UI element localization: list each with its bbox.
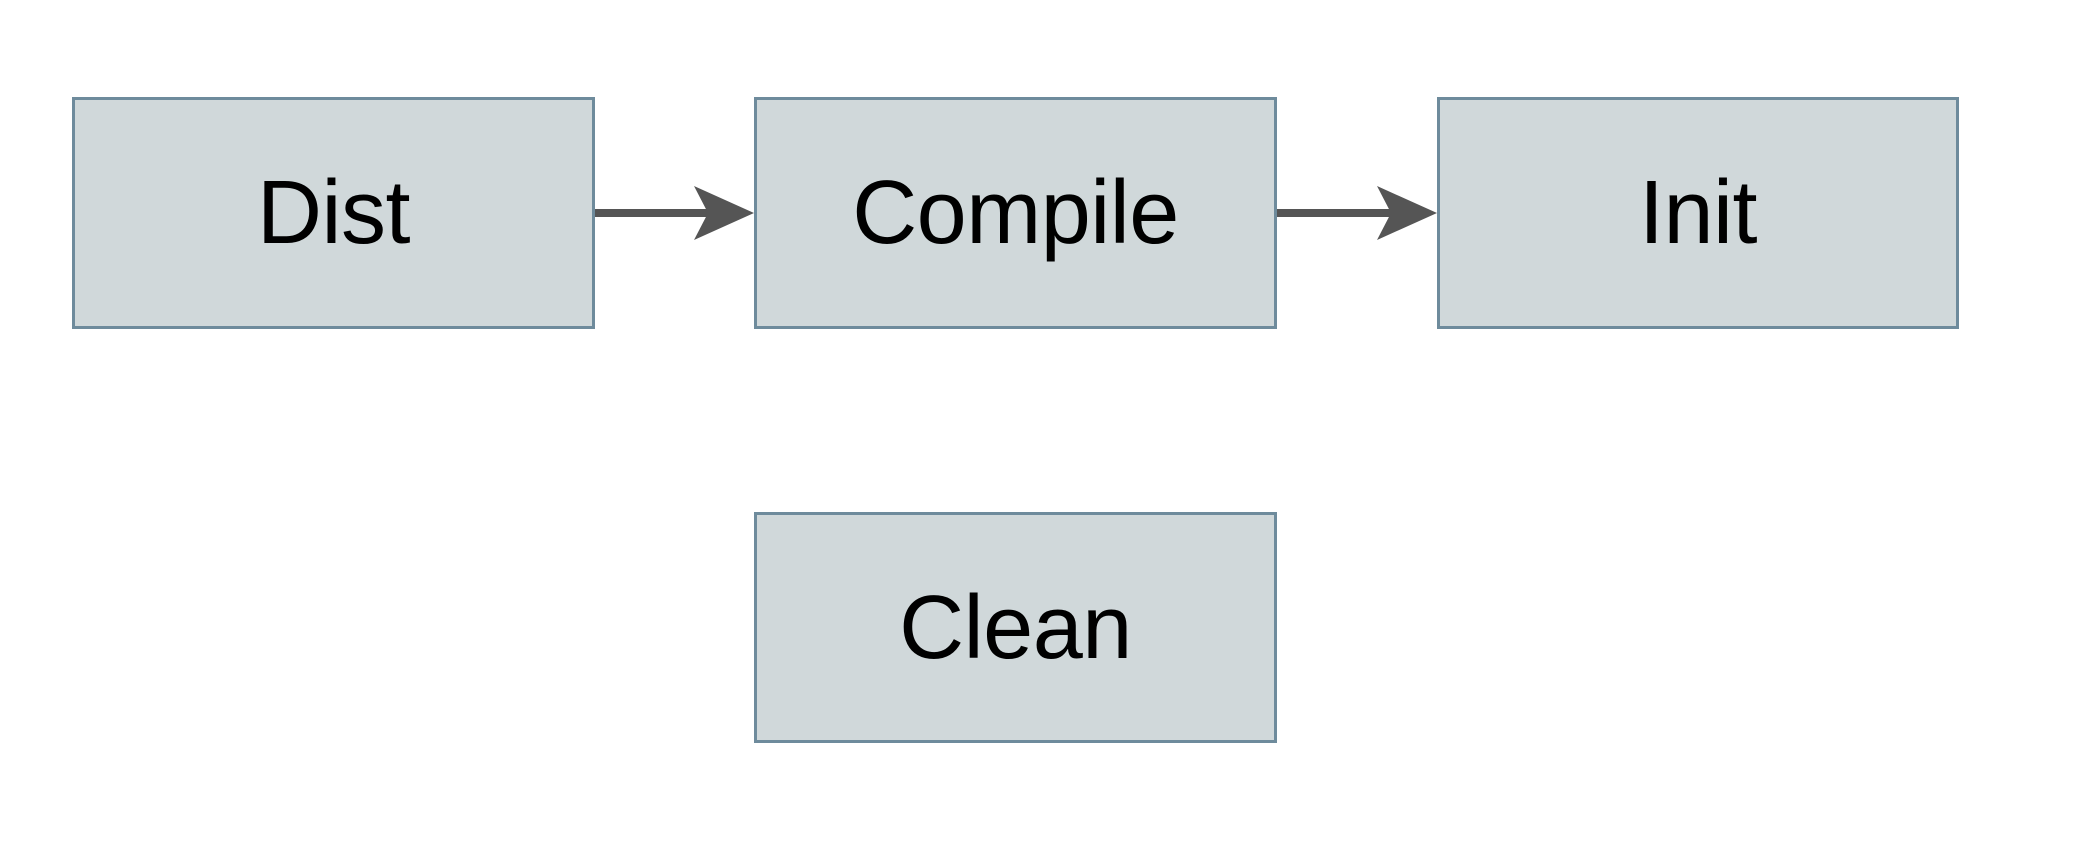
node-compile[interactable]: Compile bbox=[754, 97, 1277, 329]
node-compile-label: Compile bbox=[852, 163, 1179, 263]
node-dist[interactable]: Dist bbox=[72, 97, 595, 329]
node-init[interactable]: Init bbox=[1437, 97, 1959, 329]
edge-compile-to-init-arrowhead bbox=[1377, 186, 1437, 240]
node-clean-label: Clean bbox=[899, 577, 1132, 678]
node-dist-label: Dist bbox=[257, 163, 411, 263]
edge-compile-to-init[interactable] bbox=[1277, 186, 1437, 240]
edge-dist-to-compile[interactable] bbox=[595, 186, 754, 240]
node-clean[interactable]: Clean bbox=[754, 512, 1277, 743]
edge-dist-to-compile-arrowhead bbox=[694, 186, 754, 240]
node-init-label: Init bbox=[1638, 163, 1758, 263]
